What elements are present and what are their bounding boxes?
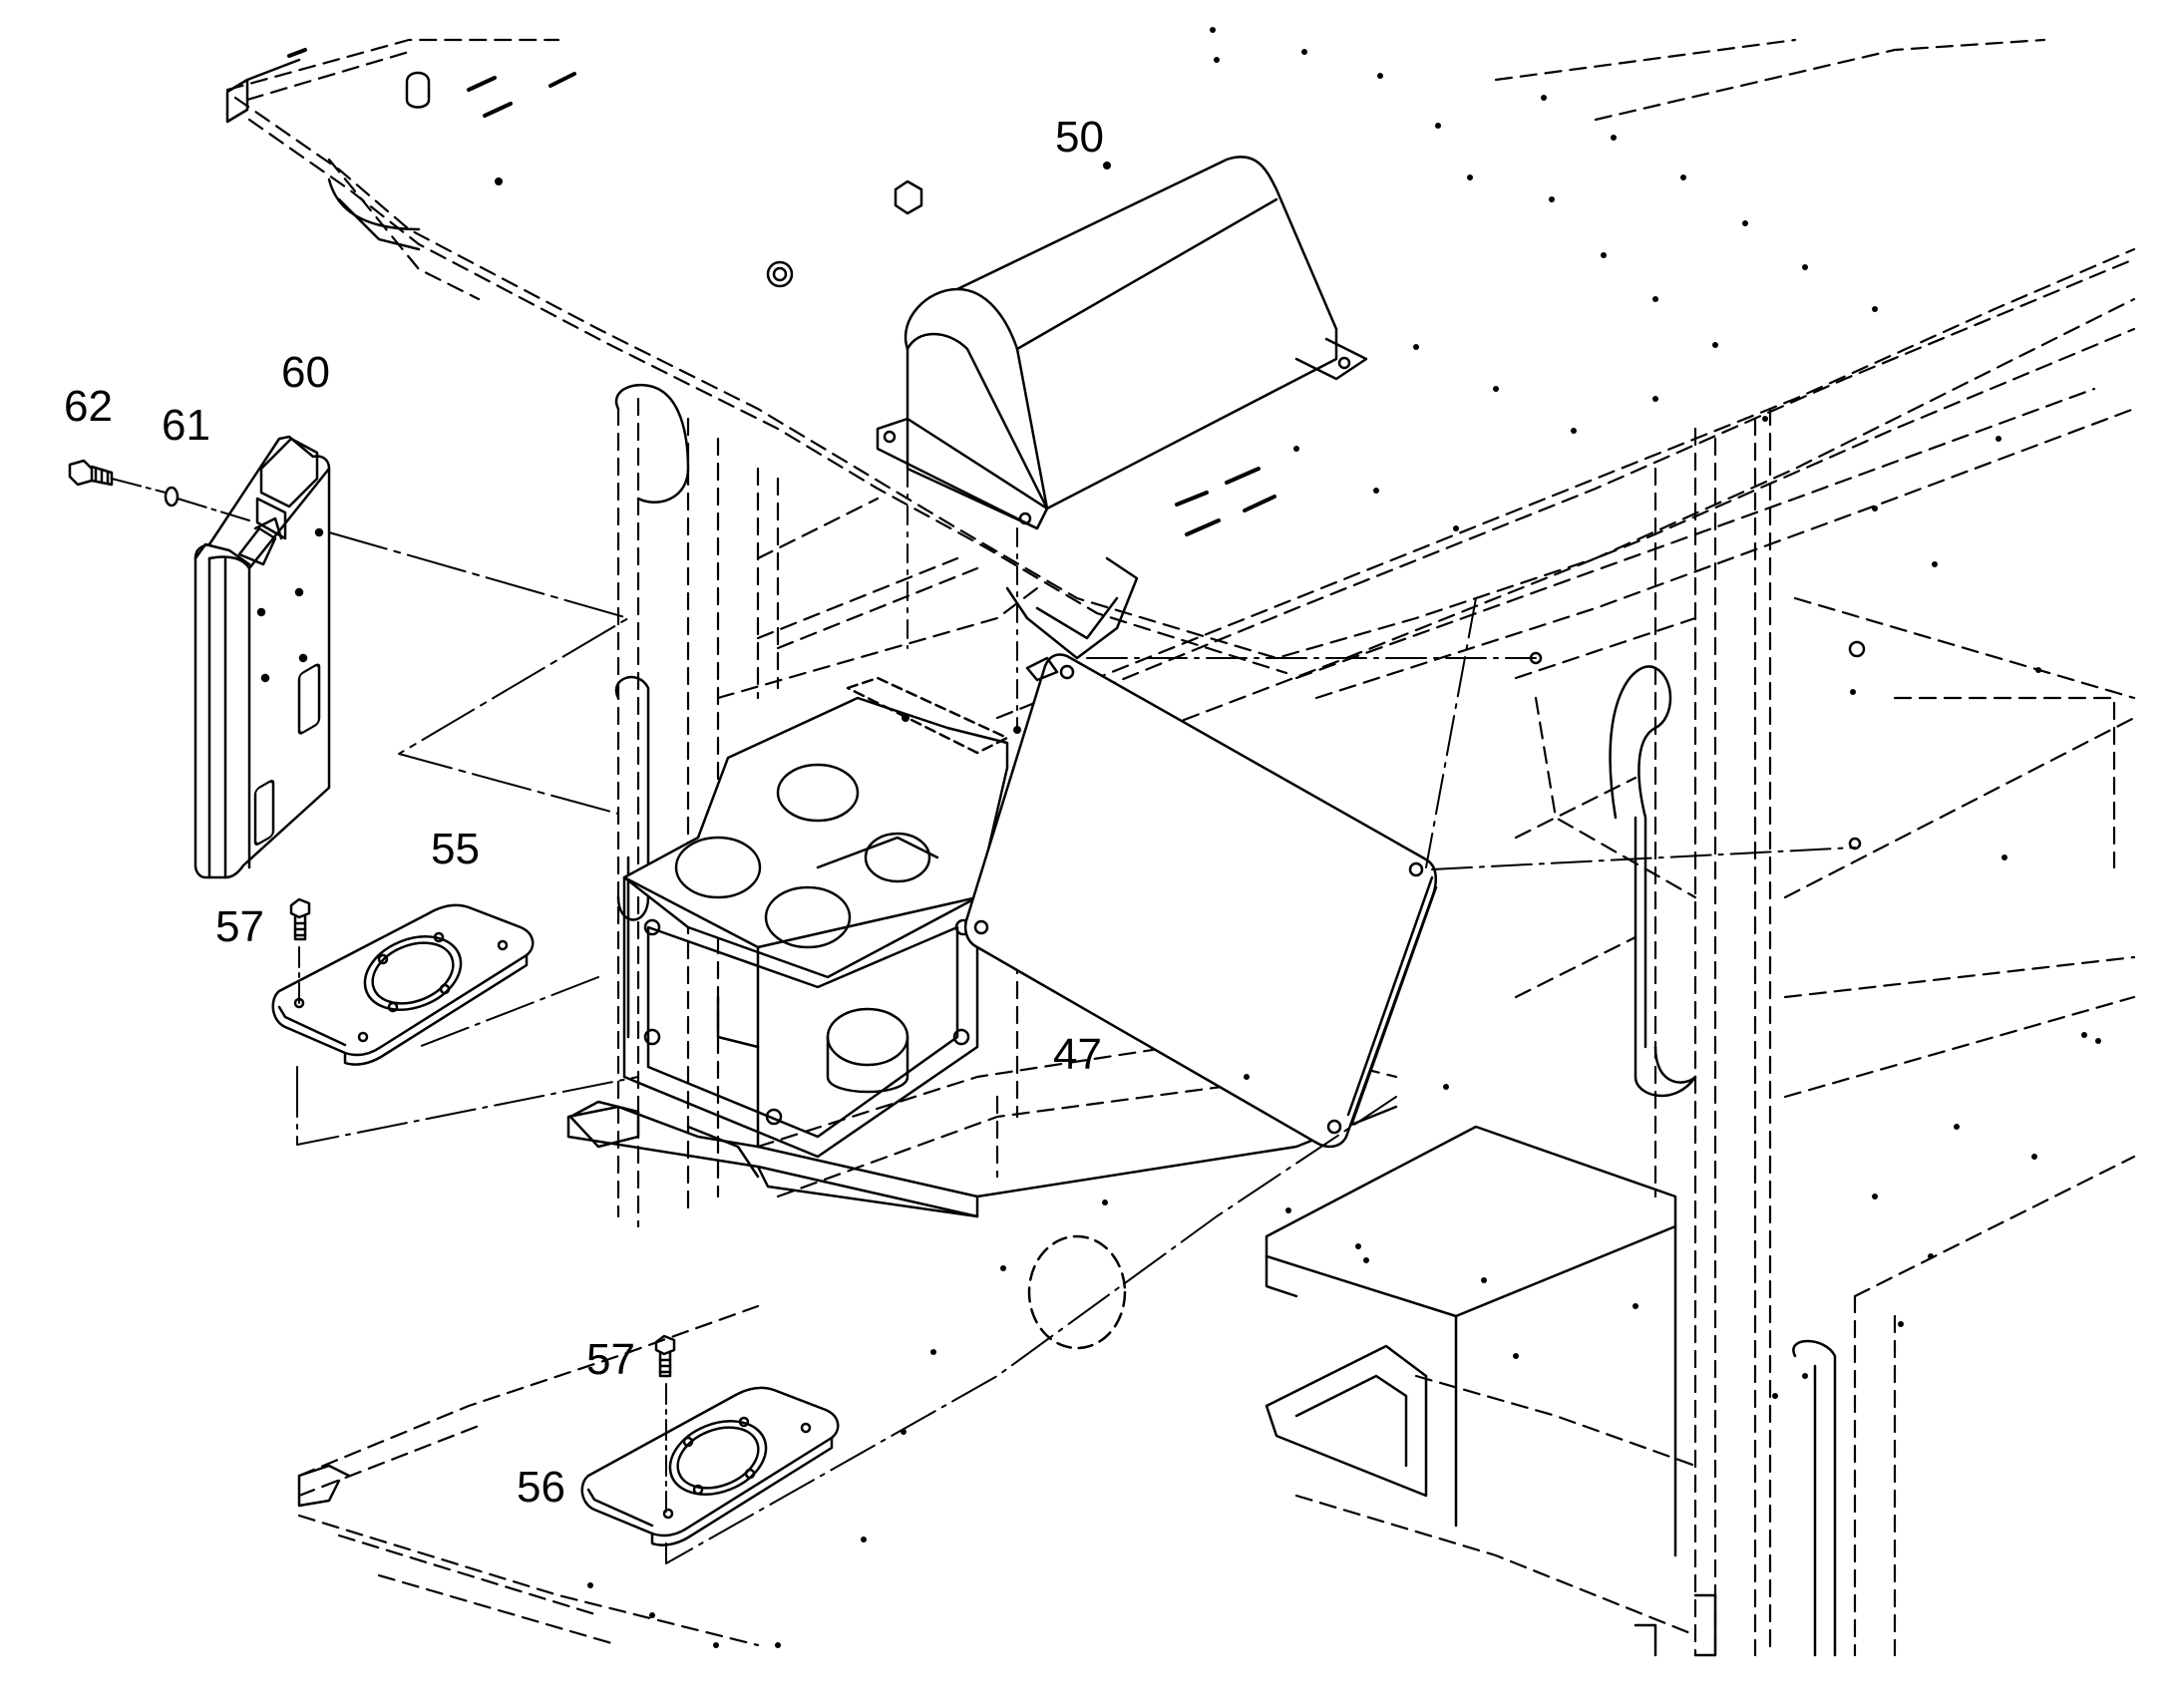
callout-62: 62 — [64, 382, 113, 431]
callout-47: 47 — [1053, 1030, 1102, 1079]
callout-60: 60 — [281, 348, 330, 397]
callout-57-lower: 57 — [586, 1335, 635, 1384]
junction-box — [622, 676, 1009, 1159]
callout-50: 50 — [1055, 113, 1104, 162]
access-panel — [963, 597, 1862, 1149]
callout-57-upper: 57 — [215, 902, 264, 951]
callout-61: 61 — [162, 401, 210, 450]
screw-washer-62-61 — [68, 459, 250, 521]
callout-56: 56 — [517, 1463, 565, 1512]
fastener-holes — [495, 27, 2101, 1648]
callout-55: 55 — [431, 825, 480, 873]
cover-plate-56 — [580, 1096, 1397, 1564]
control-module — [193, 435, 629, 879]
cover-plate-55 — [271, 897, 639, 1146]
duct-cover — [876, 156, 1368, 729]
deck-slots — [287, 48, 1276, 536]
